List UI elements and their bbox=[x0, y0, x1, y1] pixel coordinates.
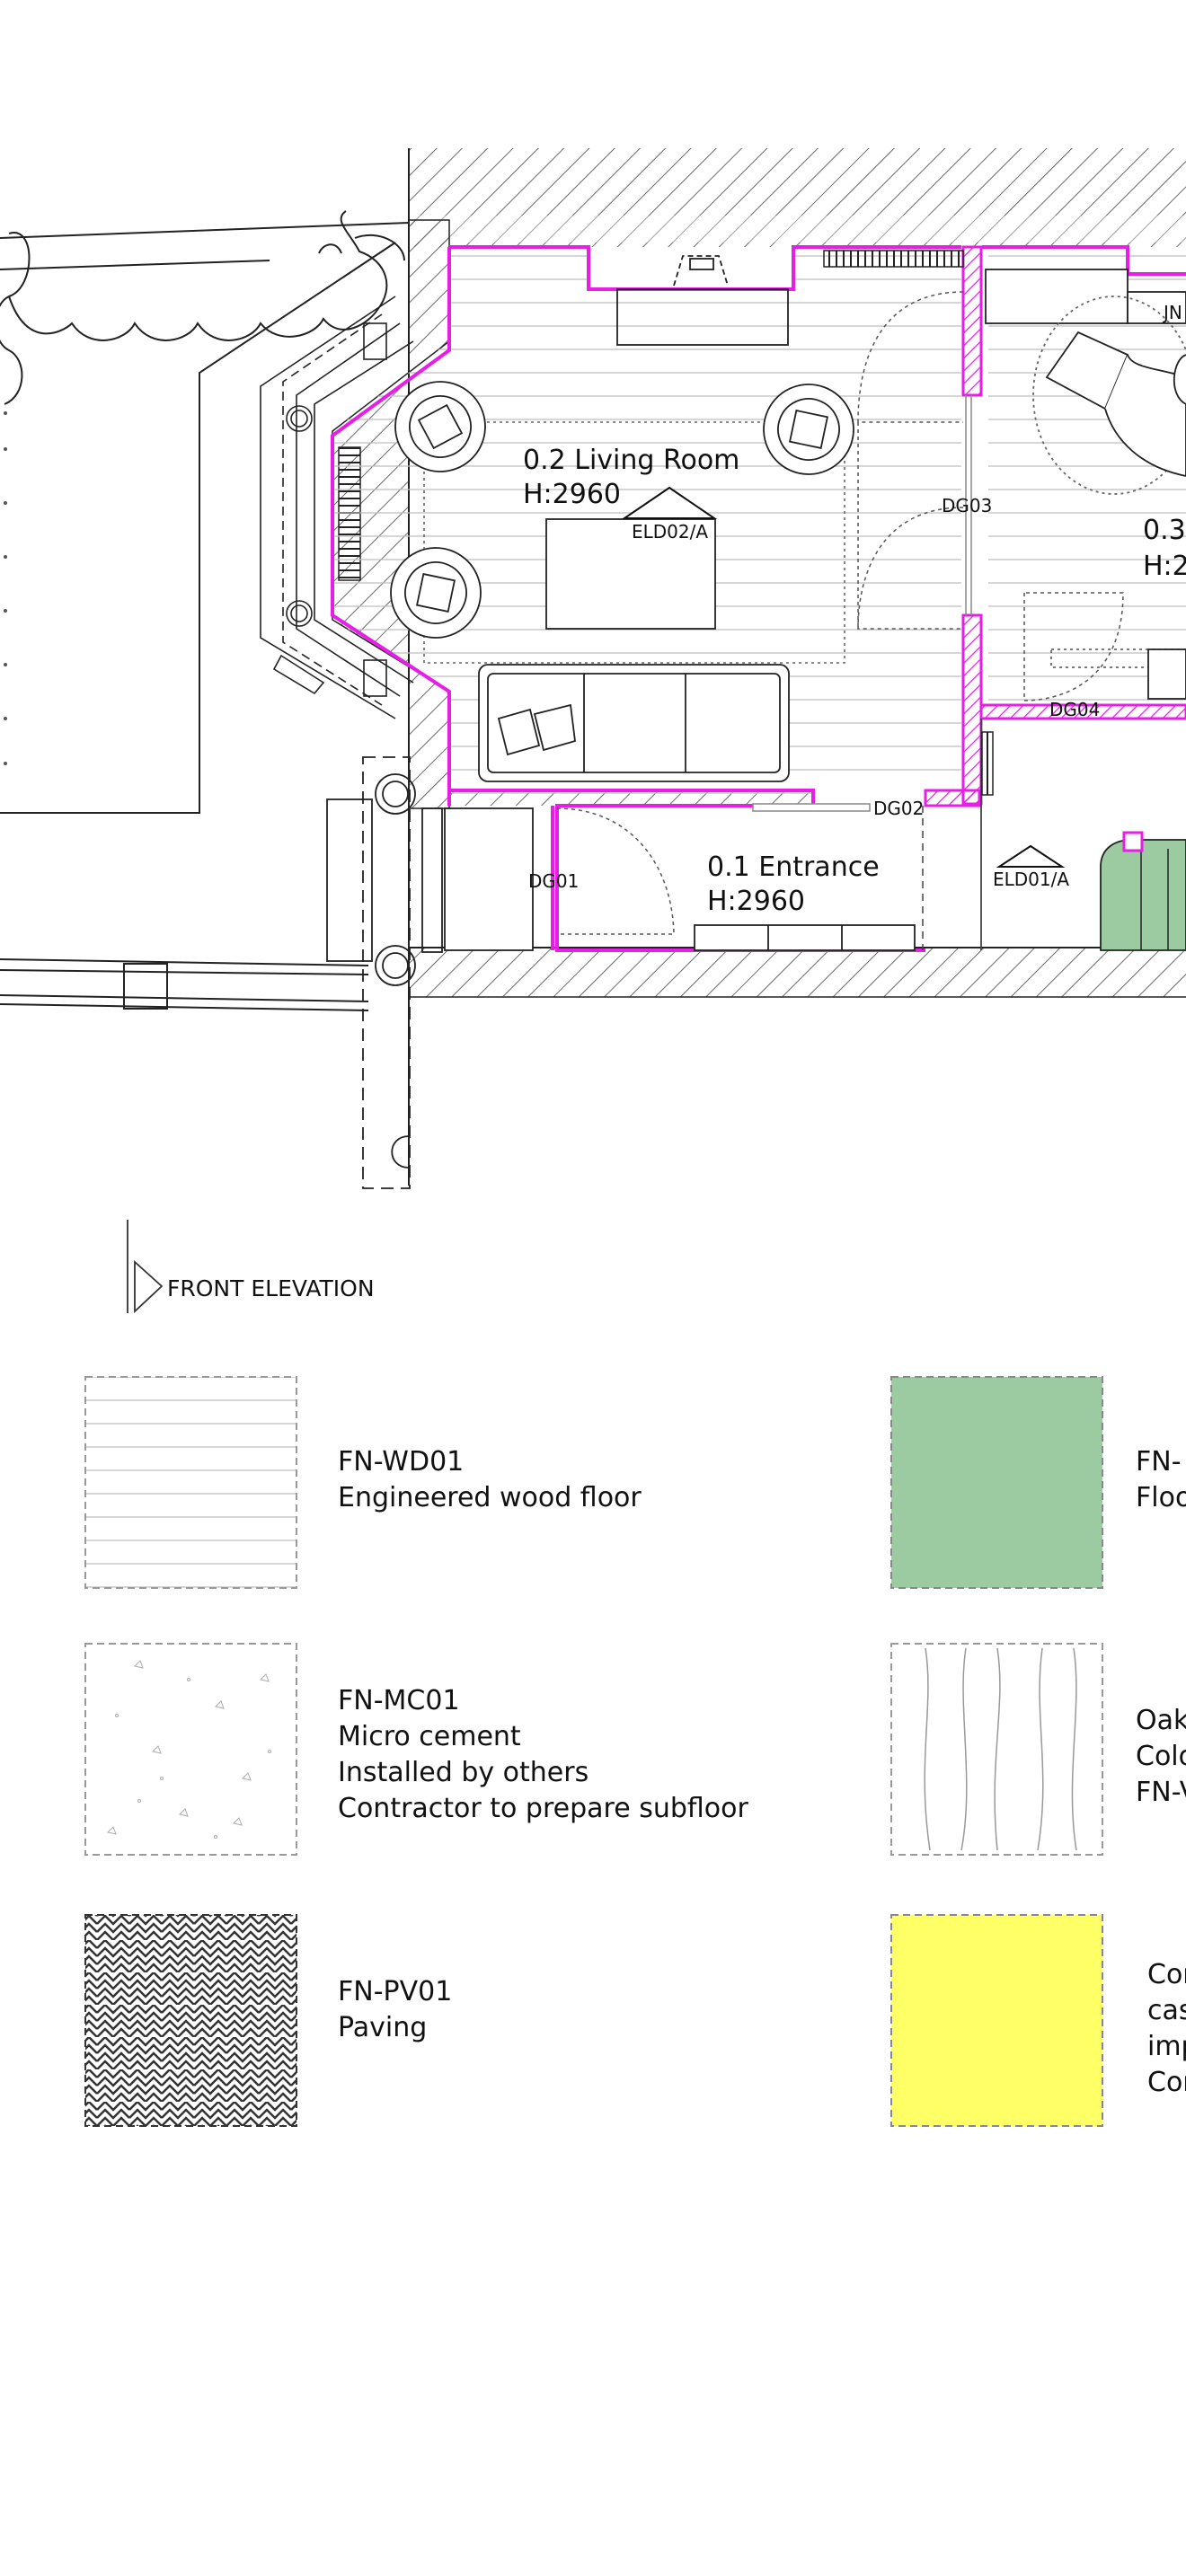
rug bbox=[423, 421, 845, 664]
legend-line1-mc01: Micro cement bbox=[338, 1721, 521, 1752]
entrance-door-panel bbox=[444, 807, 534, 951]
legend-line3-mc01: Contractor to prepare subfloor bbox=[338, 1793, 748, 1824]
legend-swatch-pv01 bbox=[84, 1914, 297, 2127]
legend-code-pv01: FN-PV01 bbox=[338, 1976, 452, 2007]
legend-desc-wd01: Engineered wood floor bbox=[338, 1482, 642, 1513]
legend-swatch-wd01 bbox=[84, 1376, 297, 1589]
tag-dg04: DG04 bbox=[1049, 699, 1100, 720]
room-name-living: 0.2 Living Room bbox=[523, 445, 739, 476]
legend-line2-oak: Colo bbox=[1136, 1741, 1186, 1772]
legend-code-wd01: FN-WD01 bbox=[338, 1446, 464, 1478]
wall-stub-upper bbox=[961, 245, 983, 397]
door-swings bbox=[556, 291, 1124, 935]
room-name-right: 0.3 bbox=[1143, 515, 1186, 546]
tag-eld01: ELD01/A bbox=[993, 869, 1069, 890]
room-height-right: H:2 bbox=[1143, 551, 1186, 582]
legend-line1-oak: Oak bbox=[1136, 1705, 1186, 1736]
bay-window bbox=[260, 296, 414, 719]
legend-line3-oak: FN-V bbox=[1136, 1777, 1186, 1808]
fireplace bbox=[616, 255, 789, 346]
room-height-living: H:2960 bbox=[523, 479, 621, 510]
legend-swatch-mc01 bbox=[84, 1643, 297, 1856]
tag-dg02: DG02 bbox=[873, 798, 924, 819]
tag-eld02: ELD02/A bbox=[632, 521, 708, 543]
garden-outline bbox=[0, 210, 410, 1011]
legend-code-mc01: FN-MC01 bbox=[338, 1685, 460, 1716]
tag-dg03: DG03 bbox=[942, 495, 992, 516]
elevation-marker-entrance bbox=[996, 844, 1066, 868]
coffee-table bbox=[545, 518, 716, 630]
front-elevation-marker bbox=[127, 1220, 164, 1314]
legend-line2-yellow: cas bbox=[1147, 1995, 1186, 2026]
legend-desc-pv01: Paving bbox=[338, 2012, 427, 2043]
door-dg02 bbox=[752, 803, 871, 812]
right-room-furniture bbox=[985, 269, 1186, 700]
entrance-bench bbox=[694, 924, 916, 951]
tag-jn: JN bbox=[1162, 302, 1182, 323]
legend-line1-yellow: Con bbox=[1147, 1959, 1186, 1990]
garden-hedge-dots bbox=[4, 411, 7, 765]
wall-corner bbox=[924, 789, 981, 807]
legend-swatch-green bbox=[890, 1376, 1103, 1589]
radiator-hall bbox=[981, 731, 994, 796]
legend-swatch-oak bbox=[890, 1643, 1103, 1856]
sofa bbox=[478, 664, 790, 782]
armchairs bbox=[390, 381, 854, 639]
front-elevation-label: FRONT ELEVATION bbox=[167, 1275, 375, 1301]
room-height-entrance: H:2960 bbox=[707, 886, 805, 917]
wall-stub-lower bbox=[961, 613, 983, 806]
legend-line4-yellow: Con bbox=[1147, 2067, 1186, 2098]
legend-code-green: FN- bbox=[1136, 1446, 1182, 1478]
green-unit bbox=[1100, 831, 1186, 951]
elevation-marker-living bbox=[621, 486, 718, 519]
wall-dg04 bbox=[979, 703, 1186, 720]
front-gate bbox=[326, 756, 443, 1189]
legend-line2-mc01: Installed by others bbox=[338, 1757, 589, 1788]
legend-line3-yellow: imp bbox=[1147, 2031, 1186, 2062]
room-name-entrance: 0.1 Entrance bbox=[707, 851, 880, 883]
legend-swatch-yellow bbox=[890, 1914, 1103, 2127]
radiator-top bbox=[823, 250, 964, 268]
legend-desc-green: Floo bbox=[1136, 1482, 1186, 1513]
tag-dg01: DG01 bbox=[528, 870, 579, 892]
